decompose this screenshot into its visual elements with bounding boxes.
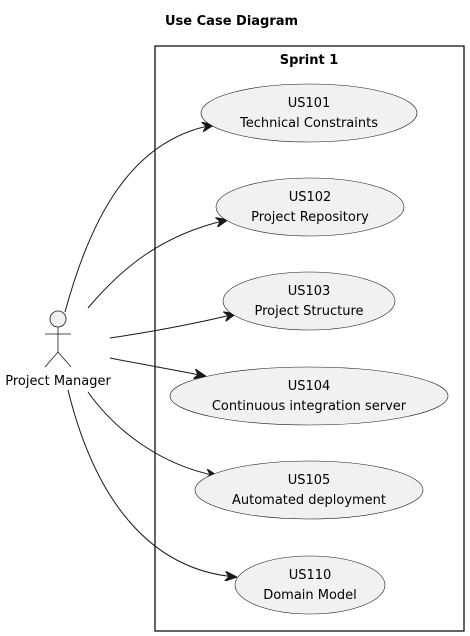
use-case-ellipse bbox=[169, 366, 449, 426]
use-case-us104: US104 Continuous integration server bbox=[169, 366, 449, 426]
association-us110 bbox=[67, 389, 236, 577]
use-case-name: Continuous integration server bbox=[212, 399, 407, 414]
use-case-id: US110 bbox=[289, 568, 332, 583]
use-case-us101: US101 Technical Constraints bbox=[200, 83, 418, 143]
diagram-title: Use Case Diagram bbox=[165, 14, 298, 29]
use-case-name: Automated deployment bbox=[232, 493, 386, 508]
actor-right-leg bbox=[57, 351, 72, 368]
use-case-us110: US110 Domain Model bbox=[234, 555, 386, 615]
use-case-us105: US105 Automated deployment bbox=[194, 460, 424, 520]
use-case-id: US105 bbox=[288, 473, 331, 488]
use-case-ellipse bbox=[194, 460, 424, 520]
association-us102 bbox=[87, 220, 227, 309]
use-case-us103: US103 Project Structure bbox=[222, 271, 396, 331]
association-us105 bbox=[87, 391, 217, 476]
association-us104 bbox=[109, 357, 205, 376]
use-case-ellipse bbox=[215, 177, 405, 237]
use-case-id: US104 bbox=[288, 379, 331, 394]
use-case-name: Project Structure bbox=[254, 304, 363, 319]
use-case-name: Domain Model bbox=[263, 588, 357, 603]
use-case-id: US102 bbox=[289, 190, 332, 205]
use-case-name: Project Repository bbox=[251, 210, 369, 225]
package-boundary bbox=[154, 45, 465, 632]
use-case-ellipse bbox=[200, 83, 418, 143]
associations bbox=[64, 125, 236, 577]
use-case-id: US103 bbox=[288, 284, 331, 299]
use-case-ellipse bbox=[222, 271, 396, 331]
actor-project-manager: Project Manager bbox=[5, 310, 111, 389]
actor-head bbox=[49, 310, 67, 328]
actor-label: Project Manager bbox=[5, 374, 111, 389]
association-us103 bbox=[109, 314, 235, 339]
package-label: Sprint 1 bbox=[280, 53, 339, 68]
use-case-name: Technical Constraints bbox=[239, 116, 378, 131]
actor-left-leg bbox=[44, 351, 59, 368]
association-us101 bbox=[64, 125, 213, 313]
use-case-id: US101 bbox=[288, 96, 331, 111]
use-case-us102: US102 Project Repository bbox=[215, 177, 405, 237]
use-case-ellipse bbox=[234, 555, 386, 615]
